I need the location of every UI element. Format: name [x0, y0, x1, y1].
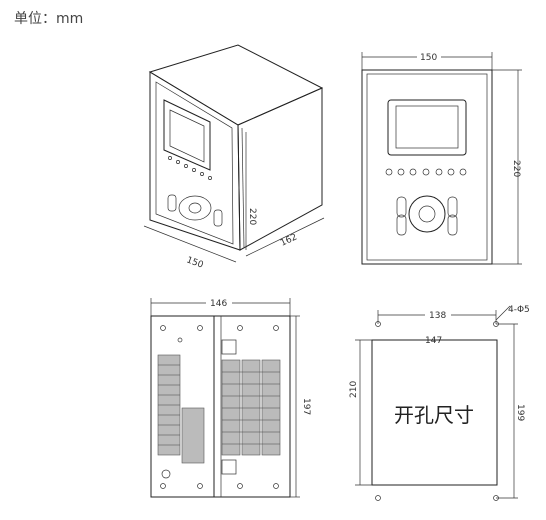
cutout-view: 138 4-Φ5 147 开孔尺寸 210 199	[349, 305, 530, 501]
front-view: 150 220	[361, 51, 522, 265]
cutout-hole-spacing-dim: 138	[429, 311, 446, 321]
unit-label: 单位：mm	[14, 11, 84, 27]
cutout-label: 开孔尺寸	[394, 403, 474, 427]
rear-height-dim: 197	[301, 398, 311, 415]
hole-spec-label: 4-Φ5	[508, 305, 530, 315]
isometric-view: 220 150 162	[143, 44, 325, 271]
cutout-height-dim: 210	[349, 381, 359, 398]
iso-width-dim: 150	[185, 255, 205, 270]
front-width-dim: 150	[420, 53, 437, 63]
rear-width-dim: 146	[210, 299, 227, 309]
rear-view: 146	[150, 297, 311, 498]
iso-height-dim: 220	[247, 208, 257, 225]
cutout-hole-vertical-dim: 199	[515, 404, 525, 421]
cutout-width-dim: 147	[425, 336, 442, 346]
iso-depth-dim: 162	[279, 232, 299, 248]
front-height-dim: 220	[511, 160, 521, 177]
